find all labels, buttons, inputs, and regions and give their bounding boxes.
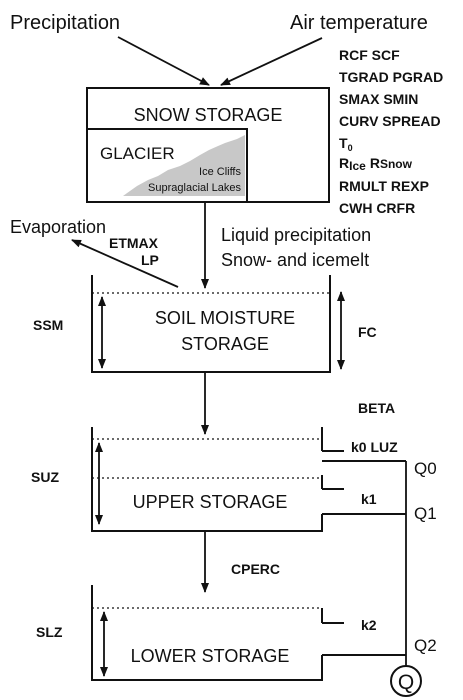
air-temperature-arrow [220,37,323,86]
soil-moisture-label-line1: SOIL MOISTURE [155,308,295,328]
air-temperature-label: Air temperature [290,12,428,34]
param-etmax: ETMAX [109,235,159,251]
glacier-label: GLACIER [100,144,175,163]
param-k2: k2 [361,617,377,633]
param-slz: SLZ [36,624,63,640]
lower-storage-label: LOWER STORAGE [131,646,290,666]
soil-moisture-box [91,275,331,373]
q1-label: Q1 [414,504,437,523]
liquid-precipitation-label: Liquid precipitation [221,225,371,245]
snow-storage-label: SNOW STORAGE [134,105,283,125]
glacier-box [86,128,248,203]
param-cwh-crfr: CWH CRFR [339,200,415,216]
k0-outlet [322,450,344,462]
evaporation-arrow [71,239,179,288]
param-lp: LP [141,252,159,268]
snow-icemelt-label: Snow- and icemelt [221,250,369,270]
total-runoff-label: Q [398,671,414,694]
total-runoff-circle [390,665,422,697]
param-smax-smin: SMAX SMIN [339,91,418,107]
param-rmult-rexp: RMULT REXP [339,178,429,194]
glacier-ice-shape [123,135,245,196]
precipitation-arrow [117,36,210,86]
param-k1: k1 [361,491,377,507]
param-curv-spread: CURV SPREAD [339,113,441,129]
q2-label: Q2 [414,636,437,655]
param-fc: FC [358,324,377,340]
param-rcf-scf: RCF SCF [339,47,400,63]
param-t0: T0 [339,135,353,153]
ice-cliffs-label: Ice Cliffs [199,166,241,178]
supraglacial-lakes-label: Supraglacial Lakes [148,182,241,194]
upper-storage-box [91,427,323,532]
param-tgrad-pgrad: TGRAD PGRAD [339,69,443,85]
k1-outlet [322,488,406,515]
evaporation-label: Evaporation [10,217,106,237]
param-suz: SUZ [31,469,59,485]
param-k0-luz: k0 LUZ [351,439,398,455]
upper-storage-label: UPPER STORAGE [133,492,288,512]
soil-moisture-label-line2: STORAGE [181,334,269,354]
q0-label: Q0 [414,459,437,478]
param-ssm: SSM [33,317,63,333]
param-beta: BETA [358,400,395,416]
param-cperc: CPERC [231,561,280,577]
k2-outlet [322,622,406,656]
lower-storage-box [91,585,323,681]
precipitation-label: Precipitation [10,12,120,34]
